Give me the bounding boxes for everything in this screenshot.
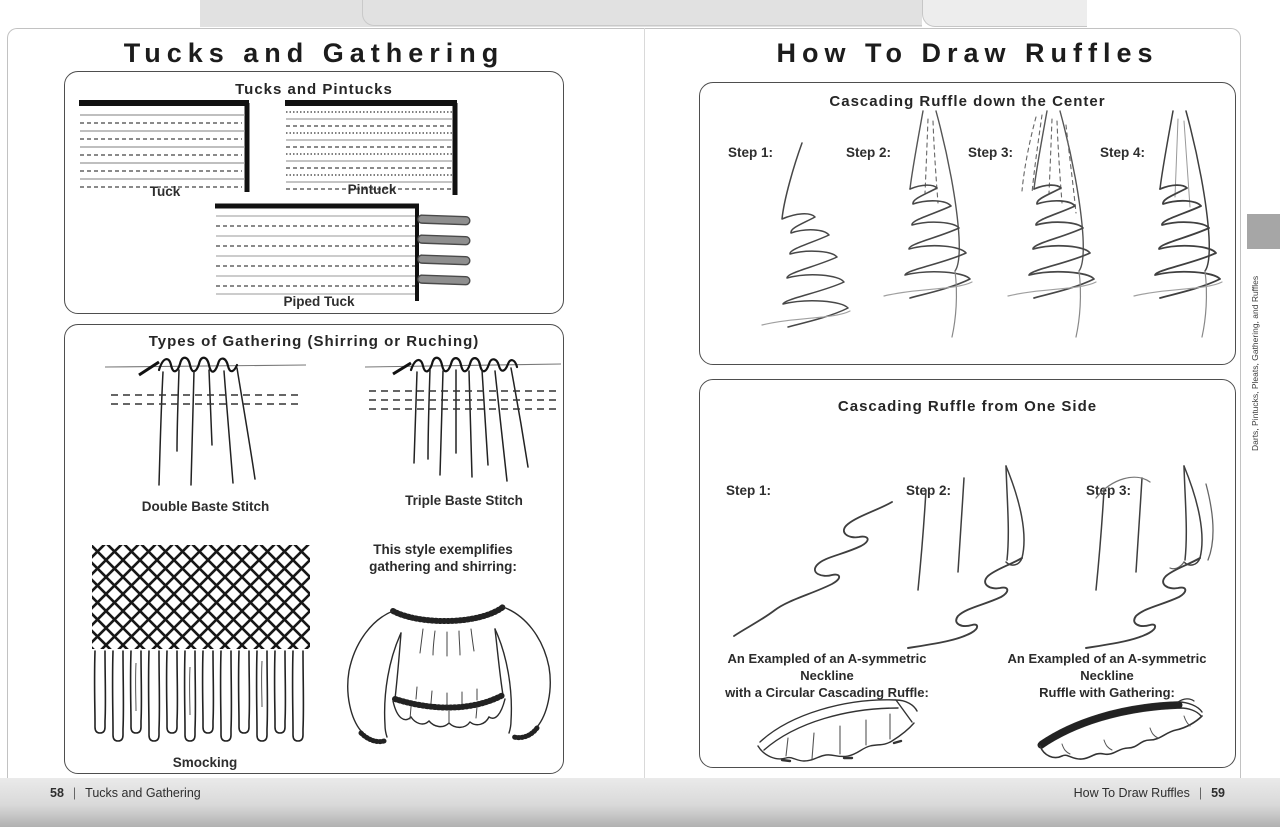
side-step1-label: Step 1: [726,483,772,498]
double-baste-illustration [103,355,308,497]
smocking-drawing [92,545,310,742]
style-note-line1: This style exemplifies [373,542,513,557]
piped-tuck-label: Piped Tuck [283,294,355,309]
style-note: This style exemplifies gathering and shi… [317,541,569,575]
tucks-box-heading: Tucks and Pintucks [235,81,393,98]
cascading-center-heading: Cascading Ruffle down the Center [829,93,1106,110]
circular-ruffle-illustration [746,688,936,766]
cascading-side-heading: Cascading Ruffle from One Side [837,398,1098,415]
cascading-side-box: Cascading Ruffle from One Side Step 1: S… [699,379,1236,768]
style-note-line2: gathering and shirring: [369,559,517,574]
right-page-title: How To Draw Ruffles [776,38,1159,68]
center-step1-illustration [740,139,852,339]
caption-circular-line1: An Exampled of an A-symmetric Neckline [727,651,927,683]
double-baste-label: Double Baste Stitch [141,499,270,514]
gathered-ruffle-illustration [1032,684,1210,764]
page-stack-edge-middle[interactable] [362,0,922,26]
spread-center-gutter [644,28,645,827]
left-page-number: 58 [50,786,64,800]
circular-ruffle-drawing [757,699,918,763]
center-step1-label: Step 1: [728,145,774,160]
pintuck-illustration [285,99,459,195]
triple-baste-illustration [363,355,563,491]
side-step2-label: Step 2: [906,483,952,498]
footer-right-title: How To Draw Ruffles [1073,786,1190,800]
center-step2-drawing [883,110,973,338]
right-page-number: 59 [1211,786,1225,800]
caption-gathered-line2: Ruffle with Gathering: [1039,685,1175,700]
side-step1-illustration [730,492,896,638]
triple-baste-drawing [364,356,562,482]
footer-right-divider: | [1198,786,1203,800]
side-step3-illustration [1056,462,1218,652]
footer-band [0,778,1280,827]
side-step3-label: Step 3: [1086,483,1132,498]
footer-right: How To Draw Ruffles | 59 [1074,786,1225,800]
center-step3-illustration [984,109,1102,347]
blouse-drawing [347,604,551,745]
center-step4-label: Step 4: [1100,145,1146,160]
pintuck-drawing [285,100,458,195]
tuck-illustration [79,99,251,193]
chapter-tab-marker[interactable] [1247,214,1280,249]
pintuck-label: Pintuck [347,182,397,197]
triple-baste-label: Triple Baste Stitch [405,493,523,508]
tuck-label: Tuck [149,184,181,199]
smocking-label: Smocking [172,755,238,770]
piped-tuck-drawing [215,203,471,301]
center-step2-illustration [860,109,978,347]
caption-circular-ruffle: An Exampled of an A-symmetric Neckline w… [708,650,946,701]
center-step2-label: Step 2: [846,145,892,160]
left-page-title: Tucks and Gathering [123,38,505,68]
center-step4-illustration [1110,109,1228,347]
center-step3-drawing [1007,110,1097,338]
center-step3-label: Step 3: [968,145,1014,160]
chapter-tab-label[interactable]: Darts, Pintucks, Pleats, Gathering, and … [1250,275,1260,451]
side-step2-illustration [878,462,1030,652]
gathering-box-heading: Types of Gathering (Shirring or Ruching) [148,333,480,350]
tucks-and-pintucks-box: Tucks and Pintucks Tuck [64,71,564,314]
piped-tuck-illustration [215,203,473,303]
center-step1-drawing [761,142,851,328]
smocking-illustration [89,543,313,755]
footer-left-divider: | [72,786,77,800]
footer-left-title: Tucks and Gathering [85,786,201,800]
cascading-center-box: Cascading Ruffle down the Center Step 1:… [699,82,1236,365]
page-stack-edge-right[interactable] [922,0,1087,27]
tuck-drawing [79,100,250,192]
caption-circular-line2: with a Circular Cascading Ruffle: [725,685,929,700]
blouse-illustration [337,587,561,755]
side-step1-drawing [733,501,893,637]
side-step3-drawing [1085,465,1214,649]
gathered-ruffle-drawing [1037,698,1203,760]
caption-gathered-ruffle: An Exampled of an A-symmetric Neckline R… [988,650,1226,701]
center-step4-drawing [1133,110,1223,338]
caption-gathered-line1: An Exampled of an A-symmetric Neckline [1007,651,1207,683]
side-step2-drawing [907,465,1025,649]
double-baste-drawing [104,356,307,486]
types-of-gathering-box: Types of Gathering (Shirring or Ruching) [64,324,564,774]
footer-left: 58 | Tucks and Gathering [50,786,201,800]
